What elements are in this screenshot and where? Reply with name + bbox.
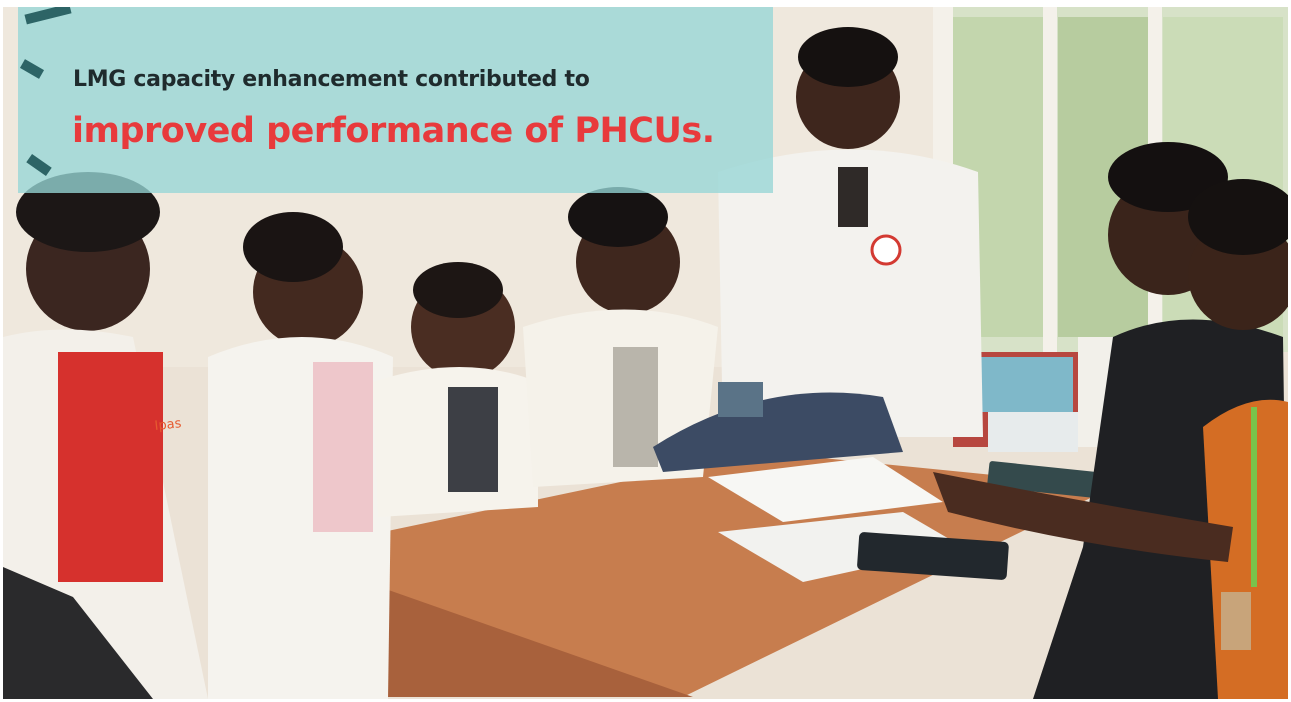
caption-line-2: improved performance of PHCUs. (72, 111, 715, 151)
svg-text:Ipas: Ipas (154, 416, 182, 434)
caption-line-1: LMG capacity enhancement contributed to (73, 67, 590, 92)
hero-image-frame: Ipas LMG capacity enhancement contribute… (3, 7, 1288, 699)
caption-banner (18, 7, 773, 193)
